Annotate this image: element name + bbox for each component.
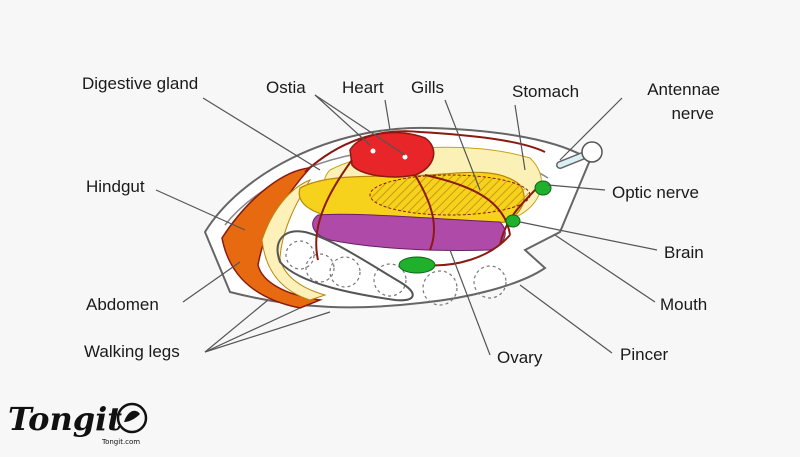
label-nerve: nerve (671, 104, 714, 123)
tongit-logo: Tongit Tongit.com (6, 392, 156, 448)
label-pointers (155, 94, 658, 356)
label-antennae: Antennae (647, 80, 720, 99)
label-gills: Gills (411, 78, 445, 97)
label-mouth: Mouth (660, 295, 708, 314)
label-optic-nerve: Optic nerve (612, 183, 699, 202)
antenna-stalk-inner (557, 152, 588, 168)
ostia-left (370, 148, 376, 154)
label-walking-legs: Walking legs (84, 342, 180, 361)
hindgut (221, 167, 323, 309)
antenna-bulb (581, 141, 603, 163)
label-ovary: Ovary (497, 348, 543, 367)
svg-text:Tongit.com: Tongit.com (101, 438, 140, 446)
label-heart: Heart (342, 78, 384, 97)
svg-text:Tongit: Tongit (8, 400, 122, 438)
thoracic-ganglion (505, 214, 521, 228)
label-abdomen: Abdomen (86, 295, 159, 314)
logo-mark-icon: Tongit Tongit.com (8, 400, 148, 446)
brain-ganglion (534, 180, 552, 196)
label-digestive-gland: Digestive gland (82, 74, 199, 93)
label-pincer: Pincer (620, 345, 669, 364)
heart (349, 131, 435, 178)
label-hindgut: Hindgut (86, 177, 145, 196)
abdomen-band (261, 178, 327, 301)
walking-legs (285, 240, 507, 306)
subesophageal-ganglion (398, 256, 436, 274)
label-stomach: Stomach (512, 82, 580, 101)
label-brain: Brain (664, 243, 704, 262)
label-ostia: Ostia (266, 78, 306, 97)
ostia-right (402, 154, 408, 160)
leg-loop (276, 230, 414, 302)
